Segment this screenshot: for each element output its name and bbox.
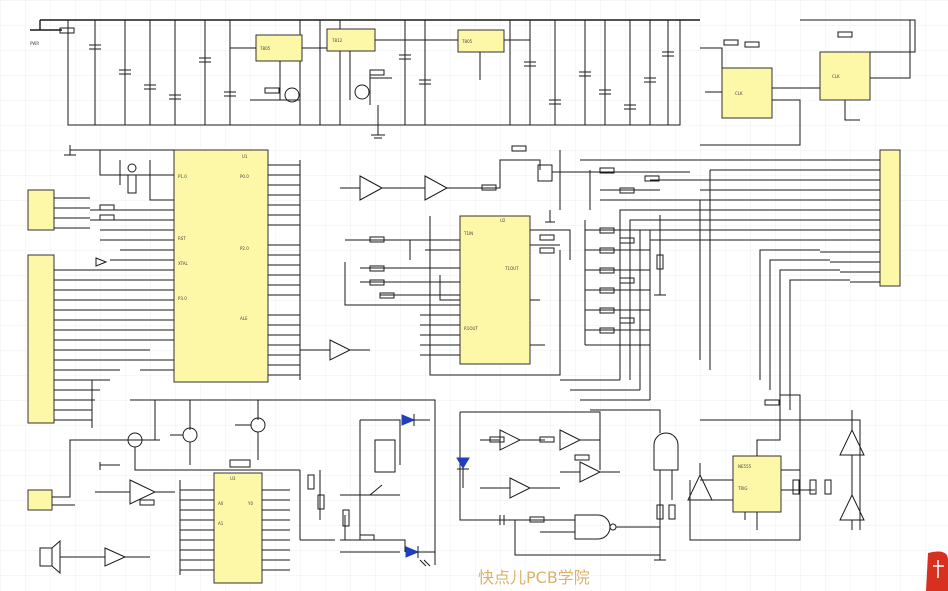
svg-text:7812: 7812 [332,38,343,43]
transistor-box [537,164,553,182]
power-supply-section: PWR 7805 7812 7805 [30,19,700,139]
svg-text:CLK: CLK [735,91,743,96]
decoder-ic [213,472,263,584]
svg-text:7805: 7805 [462,39,473,44]
svg-text:Y0: Y0 [247,501,253,506]
logic-gates-section [456,409,679,561]
led-diode-icon [405,546,420,558]
regulator-ic [255,34,303,62]
logic-ic [721,67,773,119]
svg-text:R1OUT: R1OUT [464,326,478,331]
svg-text:T1IN: T1IN [463,231,473,236]
svg-text:RST: RST [178,236,186,241]
logic-ic [819,51,871,101]
and-gate [653,432,679,471]
microcontroller-section: U1 P1.0 P0.0 RST XTAL P2.0 P3.0 ALE [64,145,301,383]
connector [27,189,55,231]
timer-section: NE555 TRIG [687,394,865,541]
watermark-text: 快点儿PCB学院 [478,568,590,587]
svg-text:PWR: PWR [30,41,39,46]
clock-divider-section: CLK CLK [700,19,916,146]
svg-text:XTAL: XTAL [178,261,189,266]
svg-text:A0: A0 [218,501,224,506]
connector [27,254,55,424]
led-diode-icon [456,457,470,469]
connector [27,489,53,511]
svg-text:CLK: CLK [832,74,840,79]
svg-text:ALE: ALE [240,316,248,321]
relay-coil [374,439,396,473]
right-connector-section [560,149,901,411]
svg-text:P3.0: P3.0 [178,296,187,301]
svg-text:A1: A1 [218,521,224,526]
driver-section: U3 A0 A1 Y0 [95,399,436,584]
relay-section [340,414,435,567]
interface-ic-section: U2 T1IN R1OUT T1OUT [344,215,571,376]
svg-text:U1: U1 [242,154,248,159]
svg-text:7805: 7805 [260,46,271,51]
svg-text:NE555: NE555 [738,464,752,469]
timer-ic [732,455,782,513]
svg-text:P1.0: P1.0 [178,174,187,179]
svg-text:TRIG: TRIG [737,486,748,491]
buffer-section [300,145,700,361]
microcontroller-ic [173,149,269,383]
svg-text:U2: U2 [500,218,506,223]
corner-logo [926,551,948,591]
led-diode-icon [401,414,416,426]
svg-text:T1OUT: T1OUT [504,266,519,271]
interface-ic [459,215,531,365]
comparator [687,463,713,501]
svg-text:P2.0: P2.0 [240,246,249,251]
connector [879,149,901,287]
svg-text:U3: U3 [230,476,236,481]
regulator-ic [457,29,505,53]
svg-text:P0.0: P0.0 [240,174,249,179]
